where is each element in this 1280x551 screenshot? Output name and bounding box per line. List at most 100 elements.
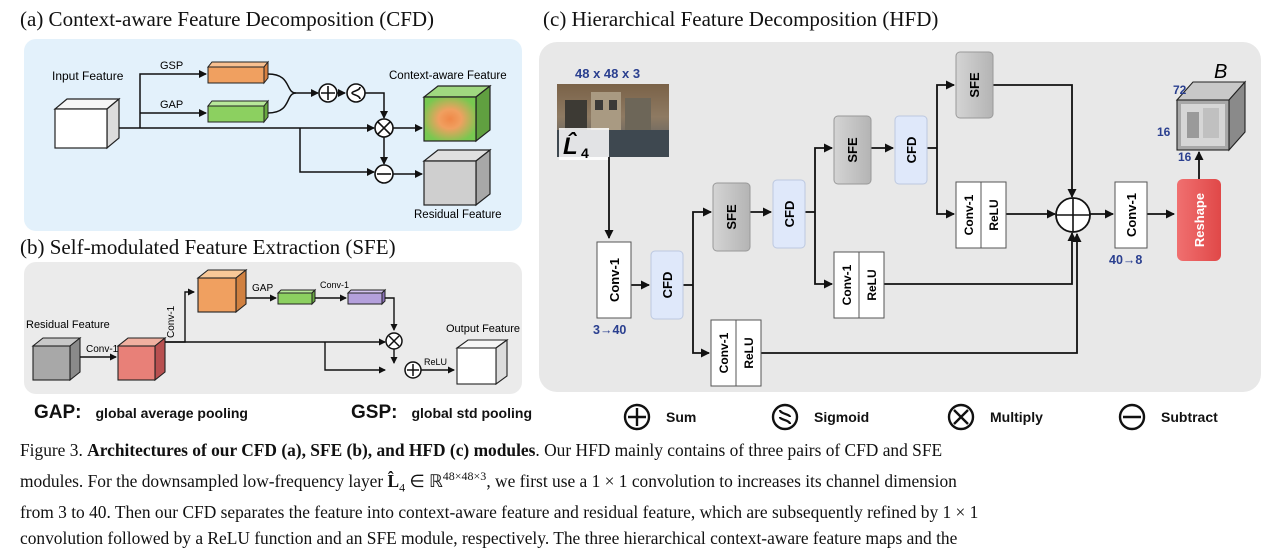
cfd-label-3: CFD [904, 137, 919, 164]
legend-gap: GAP: global average pooling [34, 402, 248, 424]
sfe-green-bar [276, 288, 317, 306]
relu-label-1: ReLU [742, 337, 756, 368]
caption-line-1: Figure 3. Architectures of our CFD (a), … [20, 438, 1270, 464]
panel-b-background [24, 262, 522, 394]
context-aware-feature-cube [422, 84, 492, 143]
multiply-icon [947, 403, 975, 431]
legend-multiply-desc: Multiply [990, 409, 1043, 425]
cfd-block-2: CFD [772, 179, 806, 249]
sfe-residual-cube [31, 336, 82, 382]
cfd-block-3: CFD [894, 115, 928, 185]
subtract-icon [1118, 403, 1146, 431]
input-image [557, 84, 669, 157]
sfe-sum-icon [404, 361, 422, 379]
sum-op-icon [318, 83, 338, 103]
sfe-residual-feature-label: Residual Feature [26, 319, 110, 331]
hfd-conv1-block: Conv-1 [596, 241, 632, 319]
conv-label-3: Conv-1 [962, 194, 976, 235]
sfe-output-feature-label: Output Feature [446, 323, 520, 335]
sfe-output-cube [455, 338, 509, 386]
sfe-small-conv1-label: Conv-1 [320, 280, 349, 290]
context-aware-feature-label: Context-aware Feature [389, 70, 507, 82]
input-feature-cube [53, 97, 121, 150]
caption-line-4: convolution followed by a ReLU function … [20, 527, 958, 548]
legend-gap-desc: global average pooling [95, 405, 248, 421]
hfd-output-conv-dim: 40→8 [1109, 253, 1142, 267]
reshape-block: Reshape [1177, 179, 1221, 261]
sfe-conv1-label: Conv-1 [86, 344, 119, 355]
sigmoid-icon [771, 403, 799, 431]
cfd-label-1: CFD [660, 272, 675, 299]
sfe-label-3: SFE [967, 72, 982, 98]
subtract-op-icon [374, 164, 394, 184]
caption-line2b: , we first use a 1 × 1 convolution to in… [486, 470, 957, 491]
conv-relu-block-2: Conv-1 ReLU [833, 251, 885, 319]
input-symbol: L̂ [563, 132, 578, 160]
hfd-output-conv-label: Conv-1 [1124, 193, 1139, 237]
caption-label: Figure 3. [20, 440, 83, 460]
reshape-label: Reshape [1192, 193, 1207, 247]
legend-sigmoid: Sigmoid [770, 402, 869, 432]
sfe-label-2: SFE [845, 137, 860, 163]
legend: GAP: global average pooling GSP: global … [0, 396, 1280, 436]
sum-icon [623, 403, 651, 431]
relu-label-2: ReLU [865, 269, 879, 300]
sfe-purple-bar [346, 288, 387, 306]
legend-multiply: Multiply [946, 402, 1043, 432]
caption-line-2: modules. For the downsampled low-frequen… [20, 464, 1270, 501]
dim-72: 72 [1173, 83, 1187, 97]
output-tensor-cube [1175, 80, 1247, 152]
cfd-block-1: CFD [650, 250, 684, 320]
sfe-orange-cube [196, 268, 248, 314]
hfd-output-conv-block: Conv-1 [1114, 181, 1148, 249]
sfe-multiply-icon [385, 332, 403, 350]
sfe-gap-label: GAP [252, 283, 273, 294]
caption-line-3: from 3 to 40. Then our CFD separates the… [20, 502, 979, 523]
gsp-label: GSP [160, 60, 183, 72]
output-symbol: B [1214, 61, 1227, 83]
sfe-diagram: Residual Feature Conv-1 Conv-1 GAP Conv-… [26, 268, 520, 386]
legend-sum: Sum [622, 402, 696, 432]
legend-sum-desc: Sum [666, 409, 697, 425]
gsp-vector-bar [206, 60, 270, 85]
sfe-block-1: SFE [712, 182, 751, 252]
caption-line1-rest: . Our HFD mainly contains of three pairs… [535, 440, 943, 460]
sfe-conv-cube [116, 336, 167, 382]
panel-a-title: (a) Context-aware Feature Decomposition … [20, 7, 435, 31]
legend-sigmoid-desc: Sigmoid [814, 409, 870, 425]
caption-math: L̂ [387, 470, 400, 491]
gap-label: GAP [160, 99, 183, 111]
panel-b-title: (b) Self-modulated Feature Extraction (S… [20, 235, 396, 259]
conv-label-2: Conv-1 [840, 264, 854, 305]
residual-feature-cube [422, 148, 492, 207]
input-feature-label: Input Feature [52, 69, 124, 83]
input-size-label: 48 x 48 x 3 [575, 66, 640, 81]
legend-subtract: Subtract [1117, 402, 1218, 432]
caption-math-sub: 4 [399, 479, 406, 494]
figure-caption: Figure 3. Architectures of our CFD (a), … [20, 438, 1270, 551]
sfe-conv1-vertical-label: Conv-1 [166, 305, 177, 338]
dim-16-side: 16 [1157, 125, 1171, 139]
cfd-label-2: CFD [782, 201, 797, 228]
hfd-conv1-label: Conv-1 [607, 258, 622, 302]
legend-gsp-desc: global std pooling [411, 405, 532, 421]
cfd-diagram: Input Feature GSP GAP Contex [52, 60, 507, 221]
input-symbol-subscript: 4 [581, 145, 589, 161]
caption-line2a: modules. For the downsampled low-frequen… [20, 470, 388, 491]
legend-gsp: GSP: global std pooling [351, 402, 532, 424]
gap-vector-bar [206, 99, 270, 124]
conv-label-1: Conv-1 [717, 332, 731, 373]
legend-subtract-desc: Subtract [1161, 409, 1218, 425]
legend-gap-term: GAP: [34, 402, 82, 423]
hfd-conv1-dim: 3→40 [593, 323, 626, 337]
caption-math-sup: 48×48×3 [442, 468, 487, 483]
sfe-relu-label: ReLU [424, 357, 447, 367]
legend-gsp-term: GSP: [351, 402, 398, 423]
caption-math-in: ∈ ℝ [405, 470, 443, 491]
multiply-op-icon [374, 118, 394, 138]
residual-feature-label: Residual Feature [414, 209, 502, 221]
caption-bold: Architectures of our CFD (a), SFE (b), a… [87, 440, 536, 460]
hfd-sum-icon [1055, 197, 1091, 233]
conv-relu-block-1: Conv-1 ReLU [710, 319, 762, 387]
sigmoid-op-icon [346, 83, 366, 103]
